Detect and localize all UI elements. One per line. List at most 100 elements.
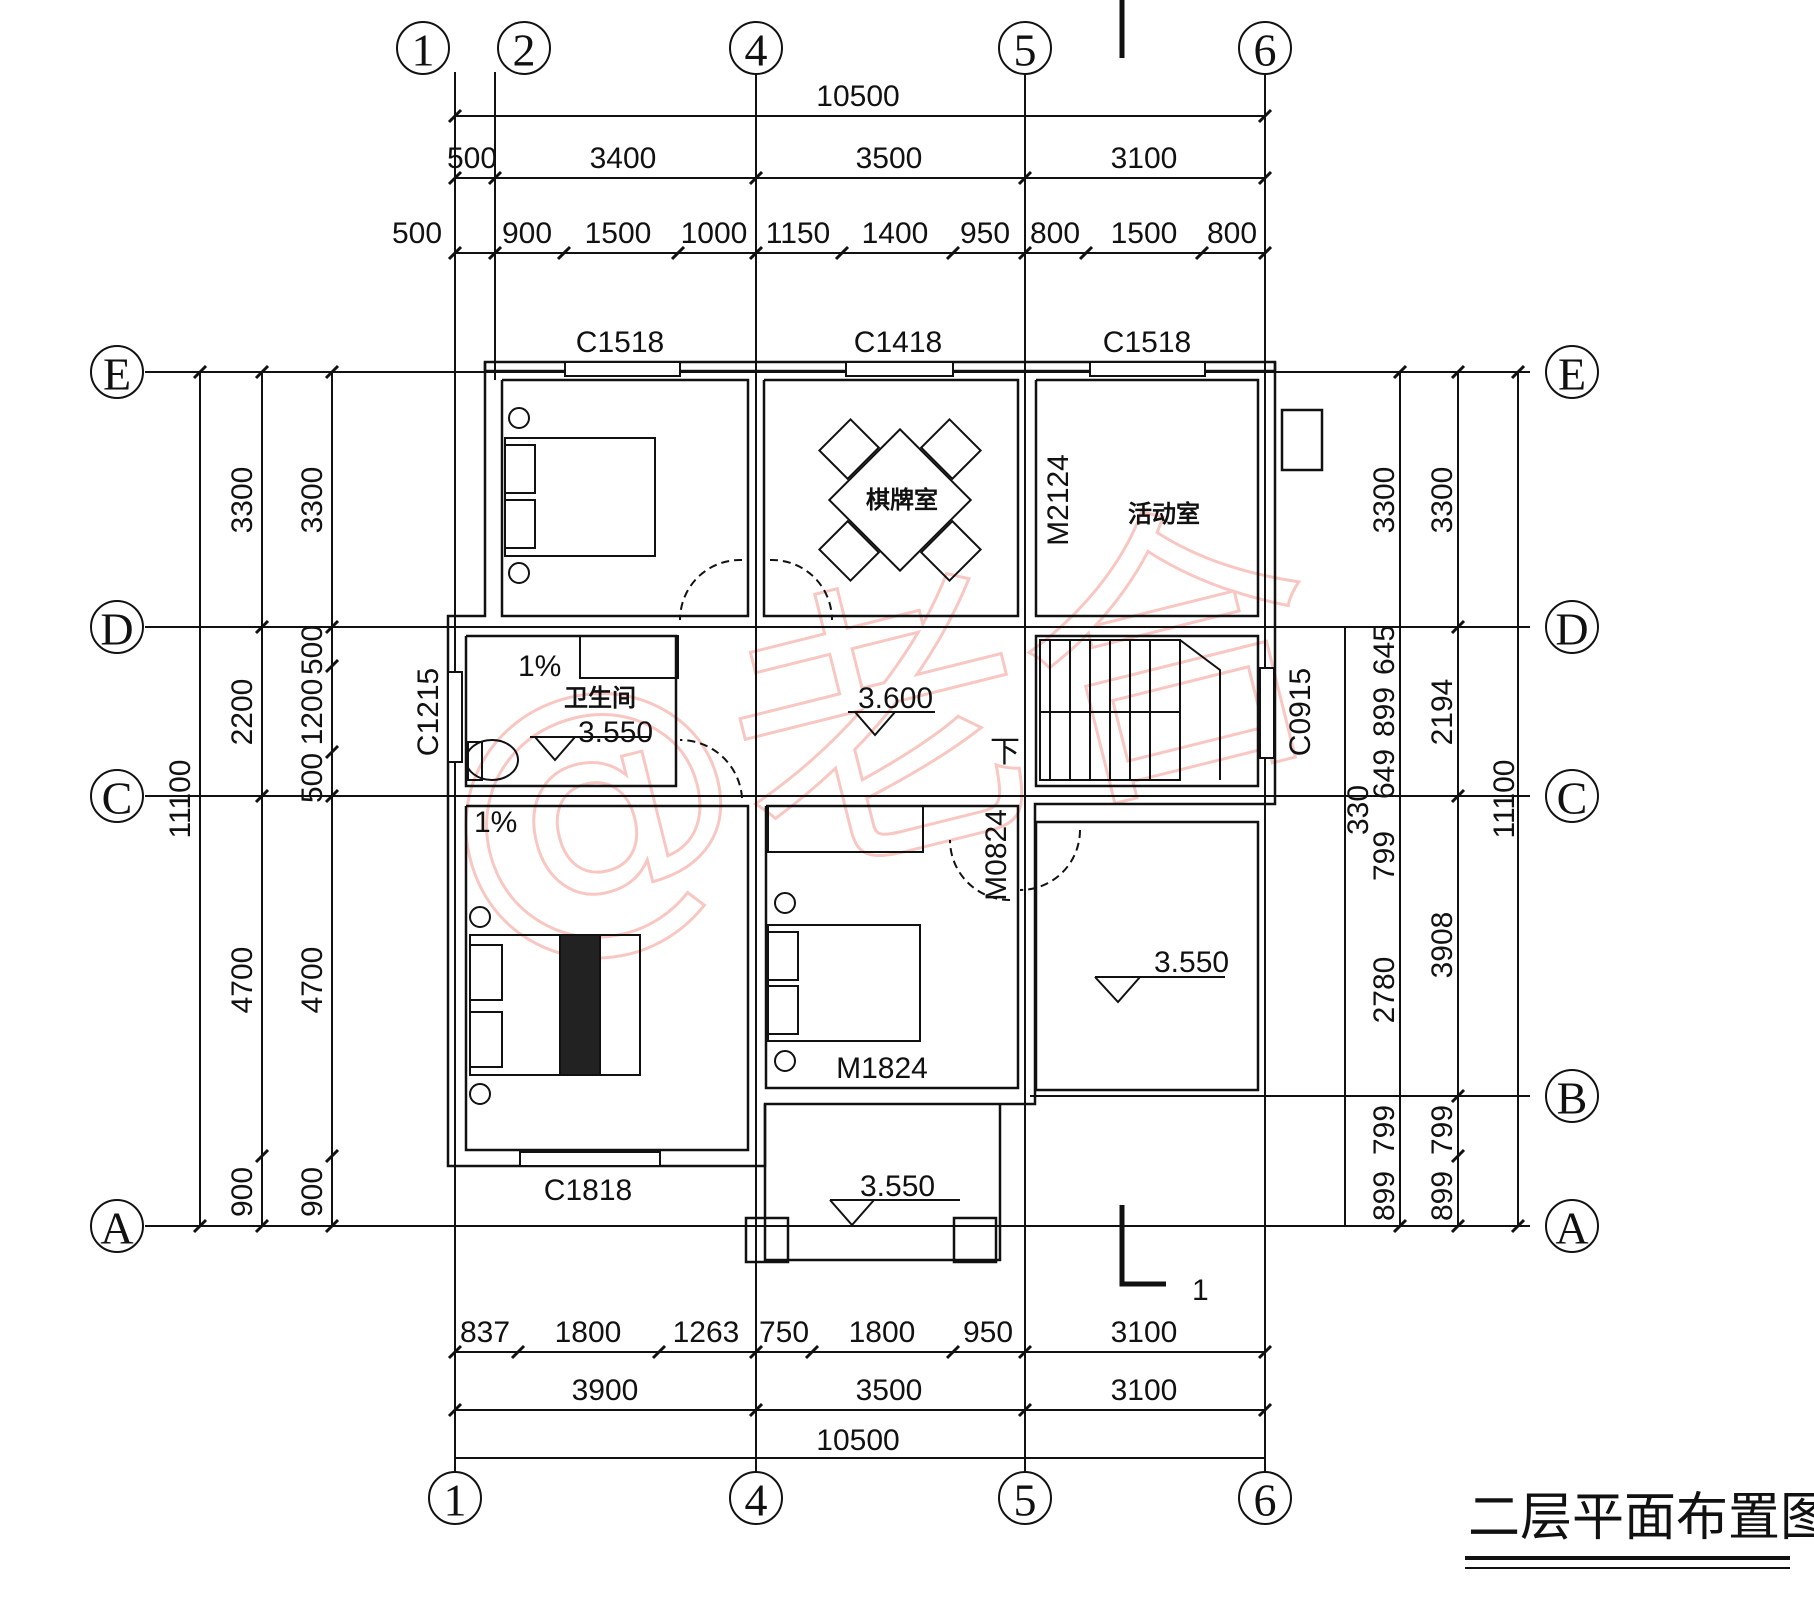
dim-bottom-row1: 1263 bbox=[673, 1316, 740, 1349]
dim-top-row3: 800 bbox=[1030, 217, 1080, 250]
axis-bubbles bbox=[90, 21, 1599, 1525]
dim-right-inner: 330 bbox=[1342, 785, 1375, 835]
axis-label-top: 1 bbox=[412, 25, 435, 76]
dim-right-inner: 799 bbox=[1368, 831, 1401, 881]
furniture bbox=[465, 407, 983, 1105]
elevation-label: 3.600 bbox=[858, 682, 933, 715]
window-label: C1518 bbox=[576, 326, 664, 359]
axis-label-right: C bbox=[1557, 773, 1588, 824]
axis-label-bottom: 5 bbox=[1014, 1475, 1037, 1526]
elevation-label: 3.550 bbox=[860, 1170, 935, 1203]
dim-top-row2: 3400 bbox=[590, 142, 657, 175]
dim-bottom-row1: 750 bbox=[759, 1316, 809, 1349]
axis-label-bottom: 1 bbox=[444, 1475, 467, 1526]
slope-label: 1% bbox=[474, 806, 517, 839]
dim-left-outer: 11100 bbox=[164, 760, 197, 839]
window-label: C1418 bbox=[854, 326, 942, 359]
dim-top-row3: 500 bbox=[392, 217, 442, 250]
dim-right-inner: 899 bbox=[1368, 1171, 1401, 1221]
axis-label-top: 2 bbox=[513, 25, 536, 76]
drawing-title: 二层平面布置图 bbox=[1468, 1488, 1814, 1548]
slope-label: 1% bbox=[518, 650, 561, 683]
elevation-label: 3.550 bbox=[1154, 946, 1229, 979]
dim-bottom-row2: 3900 bbox=[572, 1374, 639, 1407]
dim-top-row3: 1500 bbox=[1111, 217, 1178, 250]
dim-left-inner: 4700 bbox=[296, 947, 329, 1014]
dim-top-row3: 800 bbox=[1207, 217, 1257, 250]
dim-right-inner: 899 bbox=[1368, 687, 1401, 737]
dim-top-row3: 1150 bbox=[766, 217, 831, 250]
axis-label-bottom: 6 bbox=[1254, 1475, 1277, 1526]
dim-left-inner: 3300 bbox=[296, 467, 329, 534]
section-mark bbox=[1119, 0, 1166, 1287]
staircase bbox=[1039, 639, 1221, 781]
dim-top-row2: 500 bbox=[447, 142, 497, 175]
elevation-markers bbox=[530, 711, 1225, 1227]
section-number: 1 bbox=[1192, 1274, 1209, 1307]
window-label: C1215 bbox=[412, 668, 445, 756]
dim-overall-top: 10500 bbox=[816, 80, 899, 113]
dim-left-inner: 1200 bbox=[296, 679, 329, 746]
dim-bottom-row1: 3100 bbox=[1111, 1316, 1178, 1349]
dimension-lines bbox=[192, 108, 1526, 1459]
title-underline bbox=[1465, 1556, 1790, 1569]
elevation-label: 3.550 bbox=[578, 716, 653, 749]
dim-right-inner: 645 bbox=[1368, 625, 1401, 675]
dim-right-inner: 3300 bbox=[1368, 467, 1401, 534]
dim-top-row2: 3100 bbox=[1111, 142, 1178, 175]
axis-label-top: 4 bbox=[745, 25, 768, 76]
dim-left-mid: 2200 bbox=[226, 679, 259, 746]
axis-label-left: A bbox=[100, 1203, 133, 1254]
dim-left-inner: 500 bbox=[296, 753, 329, 803]
door-label: M2124 bbox=[1042, 454, 1075, 546]
axis-label-left: E bbox=[103, 349, 131, 400]
dim-right-inner: 649 bbox=[1368, 749, 1401, 799]
room-name: 活动室 bbox=[1128, 500, 1200, 528]
axis-label-top: 5 bbox=[1014, 25, 1037, 76]
axis-label-right: E bbox=[1558, 349, 1586, 400]
dim-bottom-row1: 1800 bbox=[849, 1316, 916, 1349]
dim-bottom-row2: 3500 bbox=[856, 1374, 923, 1407]
dim-top-row2: 3500 bbox=[856, 142, 923, 175]
axis-label-bottom: 4 bbox=[745, 1475, 768, 1526]
doors bbox=[679, 558, 1081, 901]
dim-bottom-row2: 3100 bbox=[1111, 1374, 1178, 1407]
axis-label-left: C bbox=[102, 773, 133, 824]
dim-left-mid: 900 bbox=[226, 1167, 259, 1217]
dim-top-row3: 950 bbox=[960, 217, 1010, 250]
window-label: C1518 bbox=[1103, 326, 1191, 359]
window-label: C1818 bbox=[544, 1174, 632, 1207]
dim-top-row3: 1500 bbox=[585, 217, 652, 250]
dim-right-outer: 11100 bbox=[1488, 760, 1521, 839]
dim-bottom-row1: 837 bbox=[460, 1316, 510, 1349]
dim-top-row3: 1000 bbox=[681, 217, 748, 250]
dim-top-row3: 1400 bbox=[862, 217, 929, 250]
dim-left-mid: 4700 bbox=[226, 947, 259, 1014]
dim-left-inner: 500 bbox=[296, 625, 329, 675]
dim-bottom-row1: 950 bbox=[963, 1316, 1013, 1349]
axis-label-top: 6 bbox=[1254, 25, 1277, 76]
walls bbox=[446, 360, 1324, 1264]
dim-right-mid: 799 bbox=[1426, 1105, 1459, 1155]
room-name: 卫生间 bbox=[564, 684, 636, 712]
windows bbox=[447, 361, 1275, 1167]
dim-bottom-row1: 1800 bbox=[555, 1316, 622, 1349]
dim-overall-bottom: 10500 bbox=[816, 1424, 899, 1457]
dim-right-mid: 2194 bbox=[1426, 679, 1459, 746]
dim-right-inner: 799 bbox=[1368, 1105, 1401, 1155]
dim-right-mid: 3908 bbox=[1426, 912, 1459, 979]
stair-down-label: 下 bbox=[990, 736, 1020, 769]
window-label: C0915 bbox=[1284, 668, 1317, 756]
dim-right-inner: 2780 bbox=[1368, 957, 1401, 1024]
axis-label-left: D bbox=[100, 604, 133, 655]
axis-label-right: B bbox=[1557, 1073, 1588, 1124]
dim-left-mid: 3300 bbox=[226, 467, 259, 534]
dim-top-row3: 900 bbox=[502, 217, 552, 250]
axis-label-right: D bbox=[1555, 604, 1588, 655]
dim-right-mid: 899 bbox=[1426, 1171, 1459, 1221]
dim-right-mid: 3300 bbox=[1426, 467, 1459, 534]
room-name: 棋牌室 bbox=[866, 486, 938, 514]
dim-left-inner: 900 bbox=[296, 1167, 329, 1217]
axis-label-right: A bbox=[1555, 1203, 1588, 1254]
